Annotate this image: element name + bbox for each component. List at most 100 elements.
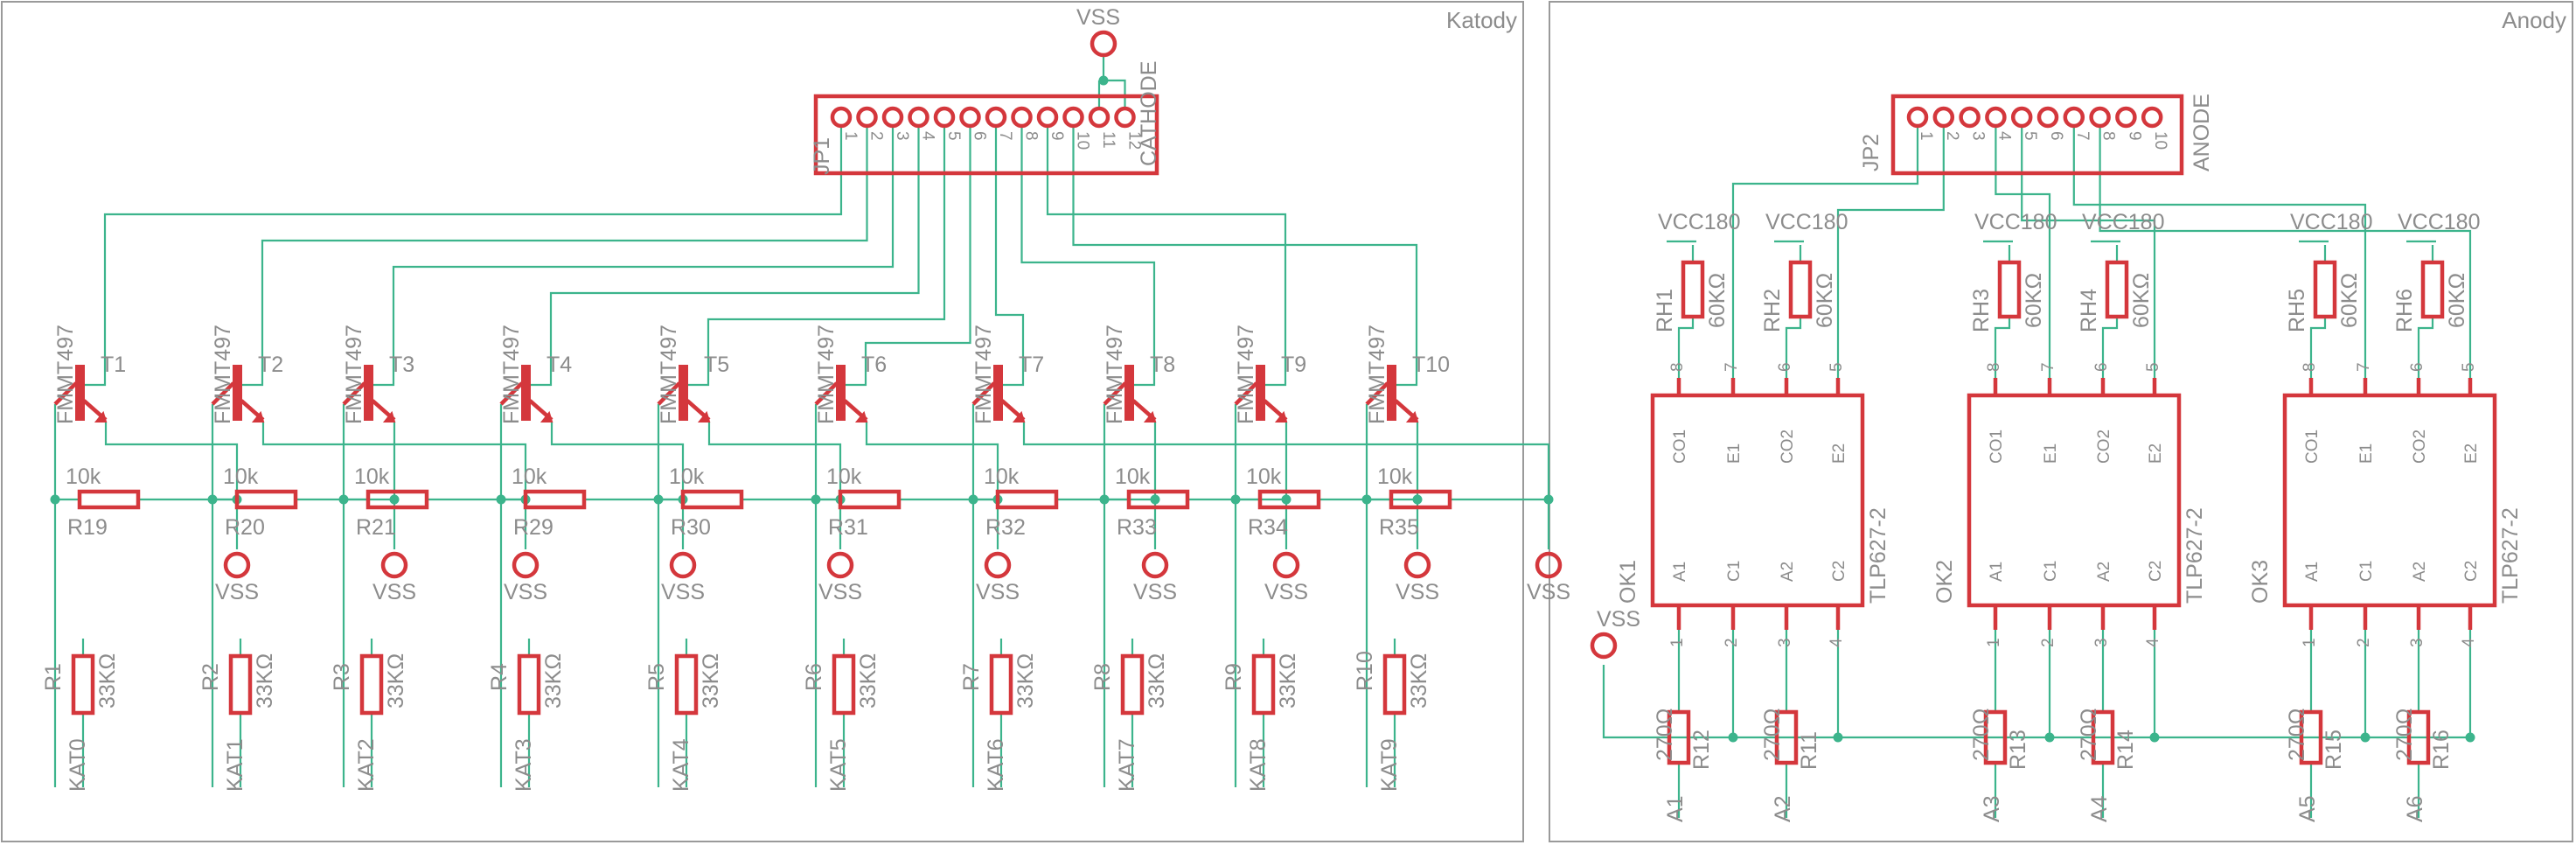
pin-number: 5 xyxy=(2460,362,2478,372)
base-wire xyxy=(103,128,843,359)
base-resistor xyxy=(1126,489,1190,510)
optocoupler-type: TLP627-2 xyxy=(2498,507,2523,604)
base-lead xyxy=(687,359,710,387)
base-resistor-value: 10k xyxy=(984,464,1020,489)
emitter-wire xyxy=(1416,422,1550,549)
base-wire xyxy=(864,128,971,359)
input-resistor-name: R15 xyxy=(2322,730,2346,770)
load-resistor-value: 33KΩ xyxy=(541,653,566,709)
base-resistor-value: 10k xyxy=(669,464,705,489)
input-resistor-value: 270Ω xyxy=(1969,709,1994,761)
transistor-body xyxy=(1387,365,1396,421)
pullup-name: RH5 xyxy=(2285,289,2309,332)
pin-name: E2 xyxy=(1830,443,1848,464)
base-resistor-name: R20 xyxy=(225,515,265,540)
pin-name: A1 xyxy=(1988,562,2006,582)
pin-number: 5 xyxy=(1828,362,1846,372)
transistor-type: FMMT497 xyxy=(1103,325,1127,424)
optocoupler-body xyxy=(1650,393,1865,608)
net-label: KAT6 xyxy=(984,738,1008,792)
wire xyxy=(2101,317,2119,378)
connector-pin-number: 8 xyxy=(2099,131,2118,141)
load-resistor-name: R7 xyxy=(959,663,984,691)
pin-name: CO2 xyxy=(1779,429,1797,464)
base-resistor xyxy=(1257,489,1321,510)
transistor-body xyxy=(233,365,242,421)
load-resistor-value: 33KΩ xyxy=(384,653,408,709)
base-lead xyxy=(372,359,395,387)
transistor-type: FMMT497 xyxy=(499,325,524,424)
supply-label: VCC180 xyxy=(2082,210,2165,234)
vss-ring xyxy=(1272,551,1300,579)
supply-label: VCC180 xyxy=(2398,210,2481,234)
transistor-body xyxy=(364,365,373,421)
pin-name: E2 xyxy=(2147,443,2165,464)
load-resistor xyxy=(1120,653,1145,716)
transistor-arrow xyxy=(697,410,711,422)
load-resistor xyxy=(71,653,95,716)
connector-pin xyxy=(2115,106,2137,129)
connector-pin-number: 3 xyxy=(893,131,911,141)
pullup-resistor xyxy=(1997,260,2022,319)
connector-pin xyxy=(1932,106,1955,129)
transistor-arrow xyxy=(94,410,108,422)
transistor-arrow xyxy=(382,410,396,422)
base-resistor xyxy=(838,489,902,510)
pin-number: 1 xyxy=(1668,638,1687,647)
vss-ring xyxy=(1141,551,1169,579)
transistor-name: T8 xyxy=(1150,353,1175,377)
optocoupler-name: OK1 xyxy=(1616,560,1640,604)
pin-name: E1 xyxy=(2042,443,2060,464)
pullup-resistor xyxy=(1788,260,1813,319)
pin-name: E2 xyxy=(2462,443,2481,464)
pin-name: A2 xyxy=(1779,562,1797,582)
transistor-name: T3 xyxy=(389,353,414,377)
net-label: KAT3 xyxy=(512,738,536,792)
pin-number: 7 xyxy=(2355,362,2373,372)
transistor-collector xyxy=(53,381,78,406)
transistor-name: T2 xyxy=(258,353,283,377)
transistor-arrow xyxy=(854,410,868,422)
optocoupler-body xyxy=(2282,393,2497,608)
supply-label: VCC180 xyxy=(1765,210,1848,234)
base-resistor-name: R34 xyxy=(1248,515,1288,540)
pin-name: A1 xyxy=(2303,562,2322,582)
base-resistor-value: 10k xyxy=(66,464,101,489)
base-lead xyxy=(1002,359,1025,387)
pin-number: 6 xyxy=(1776,362,1794,372)
base-lead xyxy=(241,359,264,387)
base-resistor xyxy=(1389,489,1452,510)
pin-name: C1 xyxy=(2357,561,2376,582)
load-resistor-value: 33KΩ xyxy=(253,653,277,709)
vss-label: VSS xyxy=(976,580,1020,604)
pullup-value: 60KΩ xyxy=(1705,273,1730,328)
base-resistor xyxy=(995,489,1059,510)
connector-pin xyxy=(856,106,878,129)
pin-number: 6 xyxy=(2092,362,2111,372)
vss-ring-top xyxy=(1090,30,1117,58)
emitter-wire xyxy=(550,422,685,549)
net-label: KAT0 xyxy=(66,738,90,792)
load-resistor-value: 33KΩ xyxy=(95,653,120,709)
net-label: KAT9 xyxy=(1377,738,1402,792)
connector-pin xyxy=(985,106,1007,129)
wire xyxy=(2417,317,2434,378)
base-resistor-name: R29 xyxy=(513,515,553,540)
vss-label: VSS xyxy=(1133,580,1177,604)
transistor-collector xyxy=(1365,381,1389,406)
load-resistor-value: 33KΩ xyxy=(699,653,723,709)
load-resistor-value: 33KΩ xyxy=(1013,653,1038,709)
pin-name: CO1 xyxy=(1988,429,2006,464)
transistor-type: FMMT497 xyxy=(1365,325,1389,424)
vss-label: VSS xyxy=(372,580,416,604)
pin-number: 8 xyxy=(2301,362,2319,372)
transistor-collector xyxy=(1234,381,1258,406)
pin-number: 3 xyxy=(1776,638,1794,647)
base-resistor-value: 10k xyxy=(512,464,547,489)
load-resistor-name: R2 xyxy=(198,663,223,691)
connector-pin xyxy=(881,106,904,129)
base-resistor-value: 10k xyxy=(354,464,390,489)
transistor-type: FMMT497 xyxy=(1234,325,1258,424)
base-resistor-value: 10k xyxy=(1246,464,1282,489)
